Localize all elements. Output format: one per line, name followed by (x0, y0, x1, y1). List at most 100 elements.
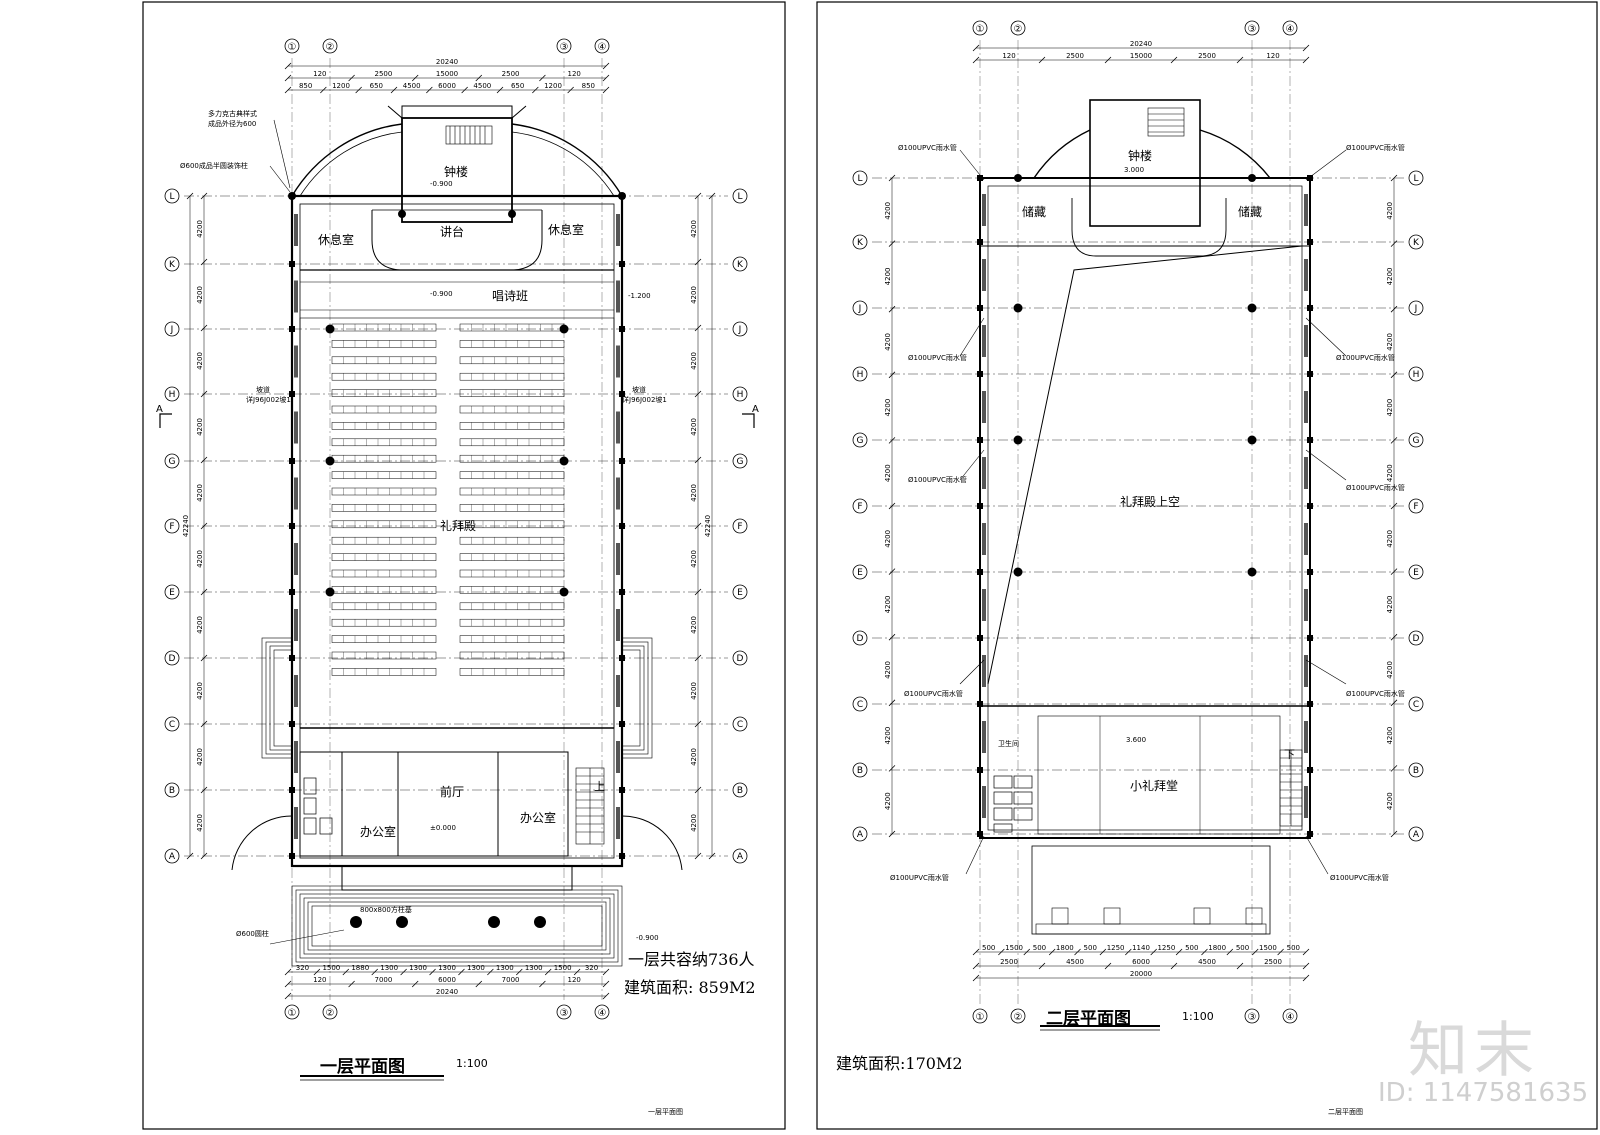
dim-label: 4200 (196, 286, 204, 304)
dim-tick (487, 968, 494, 976)
plan2-pipe-leaders (959, 149, 1347, 875)
grid-col-label: ② (326, 42, 335, 53)
window-mark (1304, 721, 1308, 753)
dim-tick (1099, 948, 1107, 956)
dim-tick (1390, 830, 1398, 838)
dim-tick (888, 174, 896, 182)
dim-label: 4200 (1386, 202, 1394, 220)
dim-label: 20240 (1130, 40, 1152, 48)
dim-label: 4200 (1386, 399, 1394, 417)
plan1-section-mark-right (742, 413, 755, 428)
pew-left (331, 340, 437, 348)
window-mark (294, 807, 298, 839)
plan1-footer-label: 一层平面图 (648, 1108, 683, 1116)
dim-label: 120 (313, 70, 326, 78)
pew-right (459, 520, 565, 529)
grid-row-bubble (852, 300, 868, 316)
dim-label: 1300 (380, 964, 398, 972)
dim-label: 6000 (438, 82, 456, 90)
plan2-room-toilet: 卫生间 (998, 739, 1019, 748)
grid-row-bubble (164, 848, 180, 864)
window-mark (294, 411, 298, 444)
dim-label: 4200 (884, 399, 892, 417)
pew-left (331, 487, 437, 496)
plan1-bell-tower (401, 117, 513, 223)
window-mark (982, 721, 986, 753)
dim-tick (515, 968, 523, 976)
dim-tick (1251, 948, 1259, 956)
dim-tick (1302, 44, 1310, 52)
dim-tick (1390, 633, 1398, 641)
window-mark (1304, 325, 1308, 357)
dim-tick (200, 258, 208, 266)
dim-tick (888, 633, 896, 641)
grid-col-bubble (322, 1004, 338, 1020)
grid-row-bubble (732, 453, 748, 469)
plan2-pipe-9: Ø100UPVC雨水管 (890, 873, 949, 882)
dim-tick (972, 56, 980, 64)
dim-label: 4200 (690, 814, 698, 832)
dim-label: 1500 (322, 964, 340, 972)
dim-label: 4200 (884, 202, 892, 220)
window-mark (616, 411, 620, 444)
plan1-arc-left-inner (299, 131, 403, 197)
dim-tick (200, 720, 208, 728)
dim-tick (1390, 371, 1398, 379)
grid-row-bubble (852, 170, 868, 186)
dim-label: 4200 (884, 595, 892, 613)
window-mark (294, 214, 298, 246)
plan1-lounge-right-wall (513, 210, 543, 271)
grid-row-label: L (169, 192, 174, 202)
plan1-elev-choir: -0.900 (430, 290, 453, 298)
plan1-lobby (397, 751, 499, 857)
grid-row-label: B (857, 766, 863, 776)
pew-left (331, 504, 437, 512)
window-mark (294, 280, 298, 313)
pew-right (459, 586, 565, 594)
pew-right (459, 553, 565, 561)
dim-tick (348, 74, 355, 82)
grid-col-label: ① (976, 24, 985, 35)
dim-tick (284, 968, 292, 976)
watermark-id: ID: 1147581635 (1378, 1078, 1589, 1108)
dim-tick (284, 992, 292, 1000)
window-mark (982, 391, 986, 423)
dim-label: 4200 (1386, 267, 1394, 285)
dim-label: 1500 (1259, 944, 1277, 952)
grid-col-bubble (284, 1004, 300, 1020)
plan1-elev-bell: -0.900 (430, 180, 453, 188)
plan2-pipe-5: Ø100UPVC雨水管 (908, 475, 967, 484)
window-mark (616, 214, 620, 246)
grid-row-bubble (164, 386, 180, 402)
grid-row-label: K (1413, 238, 1420, 248)
grid-col-label: ④ (598, 1008, 607, 1019)
dim-label: 1800 (1208, 944, 1226, 952)
dim-tick (694, 654, 702, 662)
dim-tick (694, 390, 702, 398)
dim-tick (573, 968, 581, 976)
grid-col-label: ③ (560, 42, 569, 53)
dim-tick (972, 948, 980, 956)
plan2-storage-wall (1071, 198, 1227, 257)
grid-row-label: H (169, 390, 176, 400)
grid-row-label: C (737, 720, 743, 730)
grid-row-label: G (169, 457, 176, 467)
dim-tick (1302, 56, 1310, 64)
pew-left (331, 586, 437, 594)
dim-tick (1390, 699, 1398, 707)
grid-row-label: F (857, 502, 862, 512)
pew-right (459, 323, 565, 332)
plan1-arc-right (511, 123, 623, 197)
grid-col-bubble (1282, 20, 1298, 36)
window-mark (616, 345, 620, 378)
plan2-annotation-labels: 卫生间 3.000 3.600 下 Ø100UPVC雨水管 Ø100UPVC雨水… (890, 143, 1405, 882)
pew-right (459, 405, 565, 414)
dim-label: 2500 (1198, 52, 1216, 60)
grid-row-label: A (1413, 830, 1420, 840)
grid-row-bubble (1408, 762, 1424, 778)
grid-row-bubble (1408, 366, 1424, 382)
dim-label: 4200 (690, 748, 698, 766)
dim-label: 1500 (1005, 944, 1023, 952)
grid-row-label: G (737, 457, 744, 467)
dim-label: 500 (1084, 944, 1097, 952)
